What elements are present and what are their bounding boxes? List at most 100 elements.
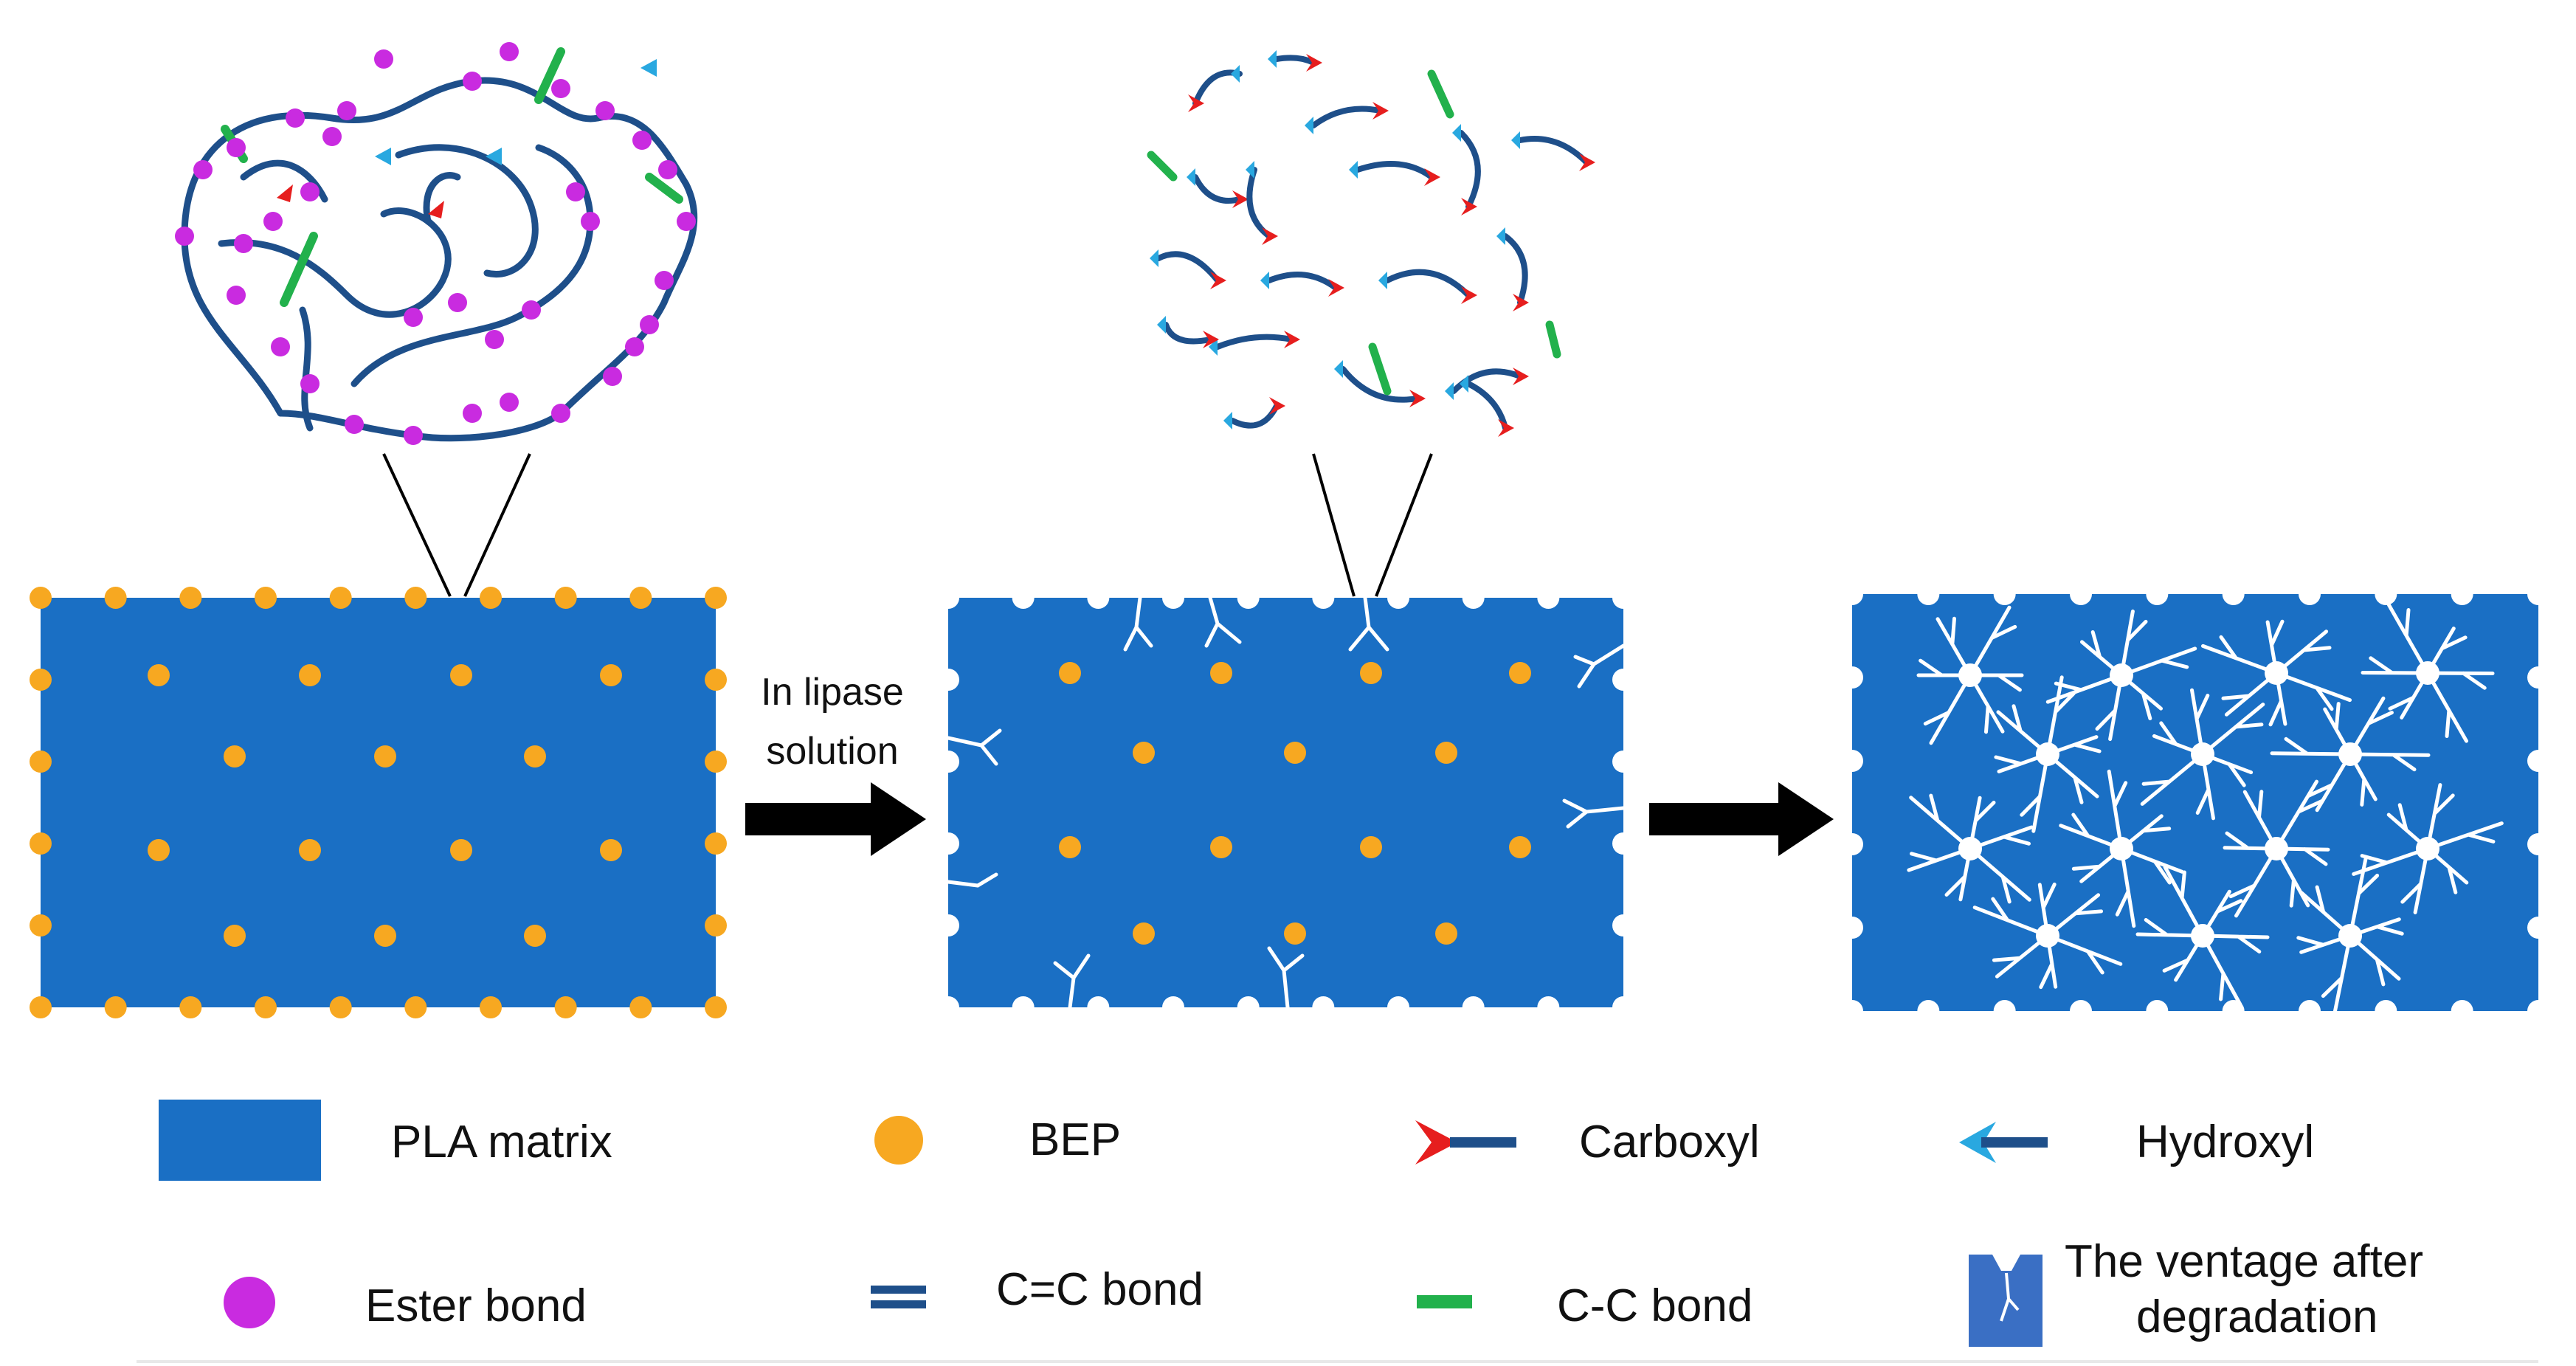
bep-particle [1435, 742, 1457, 764]
hydroxyl-end [1460, 375, 1468, 393]
ventage-pit [1612, 832, 1634, 855]
bep-particle [1059, 836, 1081, 858]
degradation-hole [2265, 837, 2288, 860]
bep-particle [705, 669, 727, 691]
chain-fragment [1355, 161, 1434, 180]
hydroxyl-end [1305, 117, 1313, 134]
degradation-hole [2110, 837, 2133, 860]
ester-bond [404, 426, 423, 445]
legend-carboxyl-swatch [1415, 1120, 1516, 1165]
crack [2348, 857, 2380, 938]
legend-bep-label: BEP [1029, 1114, 1121, 1165]
hydroxyl-end [1157, 316, 1166, 334]
carboxyl-end [1498, 419, 1514, 437]
legend-cc-bond-swatch [1417, 1295, 1472, 1308]
bep-particle [524, 925, 546, 947]
carboxyl-end [1461, 198, 1477, 215]
bep-particle [374, 925, 396, 947]
bep-particle [255, 587, 277, 609]
ventage-pit [937, 669, 959, 691]
ventage-pit [1841, 917, 1863, 939]
crack [2200, 703, 2265, 756]
carboxyl-end [1328, 279, 1344, 297]
hydroxyl-end [1378, 272, 1387, 289]
bep-particle [705, 751, 727, 773]
chain-fragment [1229, 403, 1280, 429]
degradation-hole [2416, 661, 2439, 685]
chain-fragment [1215, 334, 1294, 350]
ester-bond [566, 182, 585, 201]
chain-fragment [1340, 366, 1420, 403]
ester-bond [640, 315, 659, 334]
bep-particle [705, 587, 727, 609]
bep-particle [480, 996, 502, 1018]
zoom-line [1375, 453, 1433, 597]
polymer-fragments [1147, 50, 1595, 437]
chain-fragment [1274, 55, 1316, 66]
ventage-pit [1917, 583, 1940, 605]
ester-bond [463, 404, 482, 423]
ventage-pit [2070, 1000, 2092, 1022]
cc-bond [1368, 342, 1392, 396]
ventage-pit [2146, 1000, 2169, 1022]
ventage-pit [1012, 996, 1035, 1018]
bep-particle [1284, 742, 1306, 764]
ventage-pit [1841, 666, 1863, 689]
hydroxyl-end [1349, 161, 1358, 179]
legend-bep-swatch [874, 1116, 923, 1165]
chain-fragment [1451, 368, 1523, 394]
ventage-pit [1087, 587, 1110, 609]
legend-ester-bond-swatch [224, 1277, 275, 1328]
ester-bond [300, 374, 320, 393]
hydroxyl-end [1246, 161, 1254, 179]
zoom-line [463, 453, 531, 597]
degradation-hole [2265, 661, 2288, 685]
degradation-hole [2191, 924, 2214, 948]
crack [1923, 673, 1972, 745]
chain-fragment [1266, 272, 1339, 291]
zoom-line [382, 453, 452, 597]
ventage-pit [1993, 583, 2016, 605]
arrow-label-line2: solution [766, 730, 898, 773]
carboxyl-end [1409, 390, 1426, 407]
hydroxyl-end [1209, 338, 1218, 356]
crack [2425, 821, 2504, 851]
ventage-pits-panel3 [1841, 583, 2549, 1022]
crack [1204, 596, 1242, 648]
degradation-hole [2036, 924, 2059, 948]
hydroxyl-end [1496, 227, 1505, 245]
crack [2201, 635, 2279, 675]
carboxyl-end [428, 201, 444, 218]
ester-bond [345, 415, 364, 434]
panel-partial-degradation [937, 587, 1634, 1018]
bep-particle [30, 587, 52, 609]
bep-particle [104, 587, 127, 609]
degradation-hole [2338, 924, 2362, 948]
bep-particle [1284, 922, 1306, 945]
ventage-pit [1612, 996, 1634, 1018]
ventage-pit [1462, 587, 1485, 609]
carboxyl-end [1513, 368, 1529, 385]
bep-particle [629, 587, 652, 609]
cc-bond [1147, 151, 1178, 182]
ester-bond [300, 182, 320, 201]
panel-full-degradation [1841, 583, 2549, 1022]
hydroxyl-end [640, 59, 657, 77]
carboxyl-end [1579, 153, 1595, 171]
degradation-holes-panel3 [1958, 661, 2439, 948]
ester-bond [603, 367, 622, 386]
crack [2270, 737, 2352, 756]
carboxyl-end [1461, 286, 1477, 304]
crack [1972, 897, 2050, 938]
crack [1053, 953, 1091, 1010]
carboxyl-end [1210, 272, 1226, 289]
bep-particle [1435, 922, 1457, 945]
hydroxyl-end [1187, 168, 1195, 186]
ventage-pit [1087, 996, 1110, 1018]
carboxyl-end [1284, 331, 1300, 348]
degradation-hole [2036, 742, 2059, 766]
chain-fragment [1502, 233, 1528, 306]
ventage-pit [2527, 917, 2549, 939]
chain-fragment [1156, 251, 1220, 283]
ventage-pit [2527, 750, 2549, 772]
